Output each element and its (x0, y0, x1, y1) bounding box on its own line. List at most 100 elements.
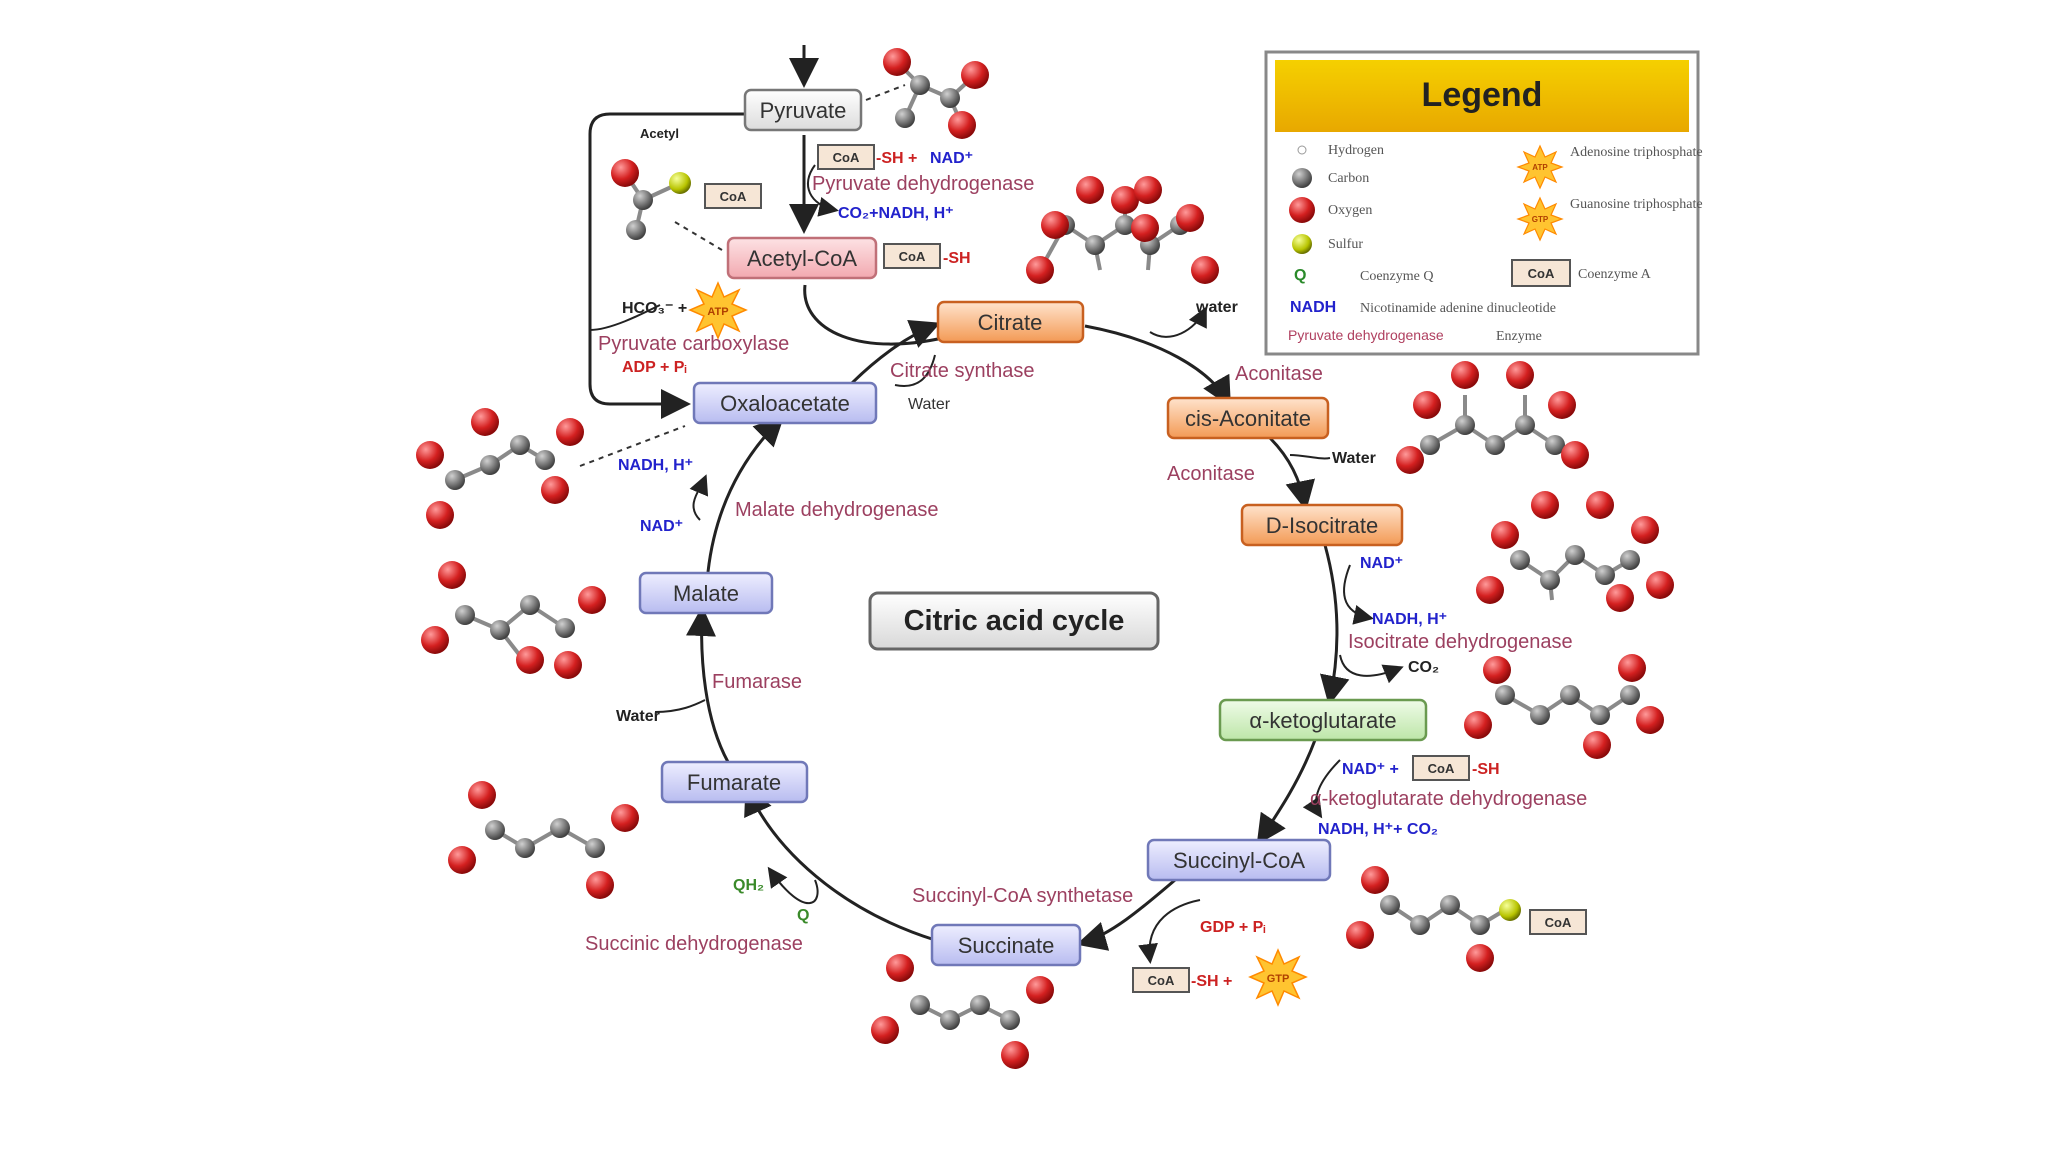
sh-label-2: -SH (943, 250, 971, 267)
arrow-oxaloacetate-pyruvate-carboxylase (589, 304, 661, 331)
gdp-pi-label: GDP + Pᵢ (1200, 919, 1266, 936)
arrow-succinate-qh2 (767, 866, 819, 905)
water-label-fumarase: Water (616, 708, 660, 725)
nad-plus-label-isocitrate: NAD⁺ (1360, 555, 1403, 572)
nad-plus-label-ketoglutarate: NAD⁺ + (1342, 761, 1399, 778)
arrow-succinate-to-fumarate (744, 784, 936, 942)
atp-icon-label: ATP (707, 306, 728, 318)
arrow-fumarate-water (654, 699, 706, 713)
molecule-pointers (579, 84, 906, 467)
arrow-acetyl-coa-to-citrate (803, 284, 956, 346)
node-pyruvate: Pyruvate (743, 88, 863, 132)
gtp-icon: GTP (1248, 948, 1308, 1007)
enzyme-succinyl-coa-synthetase: Succinyl-CoA synthetase (912, 885, 1133, 907)
nad-plus-label-1: NAD⁺ (930, 150, 973, 167)
hydrogen-atom-icon (1297, 145, 1307, 155)
node-succinate: Succinate (930, 923, 1082, 967)
coa-box-icon (1511, 259, 1571, 287)
cycle-arrows (588, 45, 1350, 951)
molecule-pyruvate (883, 48, 989, 139)
molecule-succinate (871, 954, 1054, 1069)
carbon-atom-icon (1292, 168, 1312, 188)
legend-coenzyme-q: Coenzyme Q (1360, 269, 1433, 284)
legend-coenzyme-a: Coenzyme A (1578, 267, 1652, 282)
sh-label-3: -SH (1472, 761, 1500, 778)
molecule-a-ketoglutarate (1464, 654, 1664, 759)
coa-label-4: CoA (1148, 973, 1175, 988)
diagram-title: Citric acid cycle (904, 605, 1125, 637)
arrow-isocitrate-nad (1343, 564, 1374, 625)
molecule-oxaloacetate (416, 408, 584, 529)
legend-title: Legend (1422, 76, 1543, 114)
node-citrate-label: Citrate (978, 310, 1043, 335)
acetyl-coa-box (704, 183, 762, 209)
cofactor-labels: Acetyl CO₂+NADH, H⁺ HCO₃⁻ + ADP + Pᵢ wat… (616, 126, 1447, 936)
nad-plus-label-malate: NAD⁺ (640, 518, 683, 535)
node-succinyl-coa-label: Succinyl-CoA (1173, 848, 1305, 873)
coenzyme-q-symbol: Q (1294, 267, 1306, 284)
sh-plus-label-4: -SH + (1191, 973, 1232, 990)
arrow-oxaloacetate-to-citrate (848, 319, 941, 387)
co2-label-isocitrate: CO₂ (1408, 659, 1439, 676)
legend-hydrogen: Hydrogen (1328, 143, 1384, 158)
legend-atp-icon (1516, 144, 1564, 190)
enzyme-aconitase-1: Aconitase (1235, 363, 1323, 385)
sulfur-atom-icon (1292, 234, 1312, 254)
arrow-cis-aconitate-water (1289, 454, 1331, 460)
enzyme-isocitrate-dehydrogenase: Isocitrate dehydrogenase (1348, 631, 1573, 653)
arrow-succinyl-gdp (1138, 899, 1201, 964)
nadh-h-label-malate: NADH, H⁺ (618, 457, 693, 474)
arrow-succinyl-coa-to-succinate (1076, 878, 1176, 951)
succinyl-coa-box (1529, 909, 1587, 935)
node-succinyl-coa: Succinyl-CoA (1146, 838, 1332, 882)
enzyme-fumarase: Fumarase (712, 671, 802, 693)
node-d-isocitrate-label: D-Isocitrate (1266, 513, 1378, 538)
hco3-label: HCO₃⁻ + (622, 300, 687, 317)
legend-nadh: Nicotinamide adenine dinucleotide (1360, 301, 1556, 316)
enzyme-pyruvate-carboxylase: Pyruvate carboxylase (598, 333, 789, 355)
gtp-icon-label: GTP (1267, 973, 1290, 985)
arrow-cis-aconitate-to-isocitrate (1268, 436, 1315, 511)
coa-label-2: CoA (899, 249, 926, 264)
legend-gtp: Guanosine triphosphate (1570, 197, 1703, 212)
coa-sh-ketoglutarate: CoA -SH (1412, 755, 1500, 781)
co2-nadh-label: CO₂+NADH, H⁺ (838, 205, 954, 222)
node-acetyl-coa-label: Acetyl-CoA (747, 246, 857, 271)
coa-sh-succinyl: CoA -SH + (1132, 967, 1232, 993)
molecule-citrate (1026, 176, 1219, 284)
enzyme-text-sample: Pyruvate dehydrogenase (1288, 327, 1444, 343)
arrow-malate-nad (689, 474, 709, 521)
arrow-isocitrate-to-ketoglutarate (1319, 544, 1350, 706)
arrow-malate-to-oxaloacetate (706, 415, 785, 573)
arrow-isocitrate-co2 (1339, 654, 1404, 684)
legend-gtp-icon-label: GTP (1532, 215, 1549, 224)
arrow-citrate-water-in (894, 354, 936, 387)
legend-atp: Adenosine triphosphate (1570, 145, 1703, 160)
coa-label-3: CoA (1428, 761, 1455, 776)
enzyme-malate-dehydrogenase: Malate dehydrogenase (735, 499, 938, 521)
side-arrows (589, 164, 1404, 964)
qh2-label: QH₂ (733, 877, 764, 894)
sh-plus-label-1: -SH + (876, 150, 917, 167)
enzyme-labels: Pyruvate dehydrogenase Pyruvate carboxyl… (585, 173, 1587, 955)
adp-pi-label: ADP + Pᵢ (622, 359, 687, 376)
arrow-ketoglutarate-nad (1302, 759, 1341, 819)
node-cis-aconitate-label: cis-Aconitate (1185, 406, 1311, 431)
enzyme-a-ketoglutarate-dehydrogenase: α-ketoglutarate dehydrogenase (1310, 788, 1587, 810)
q-label: Q (797, 907, 809, 924)
acetyl-coa-box-label: CoA (720, 189, 747, 204)
legend: Legend Hydrogen Carbon Oxygen Sulfur Q C… (1264, 50, 1703, 356)
node-d-isocitrate: D-Isocitrate (1240, 503, 1404, 547)
node-malate: Malate (638, 571, 774, 615)
oxygen-atom-icon (1289, 197, 1315, 223)
nadh-h-label-isocitrate: NADH, H⁺ (1372, 611, 1447, 628)
molecule-cis-aconitate (1396, 361, 1589, 474)
title-box: Citric acid cycle (868, 591, 1160, 651)
molecule-acetyl: CoA (611, 159, 762, 240)
enzyme-citrate-synthase: Citrate synthase (890, 360, 1035, 382)
node-fumarate-label: Fumarate (687, 770, 781, 795)
legend-enzyme: Enzyme (1496, 329, 1542, 344)
water-label-synthase: Water (908, 396, 951, 413)
node-malate-label: Malate (673, 581, 739, 606)
